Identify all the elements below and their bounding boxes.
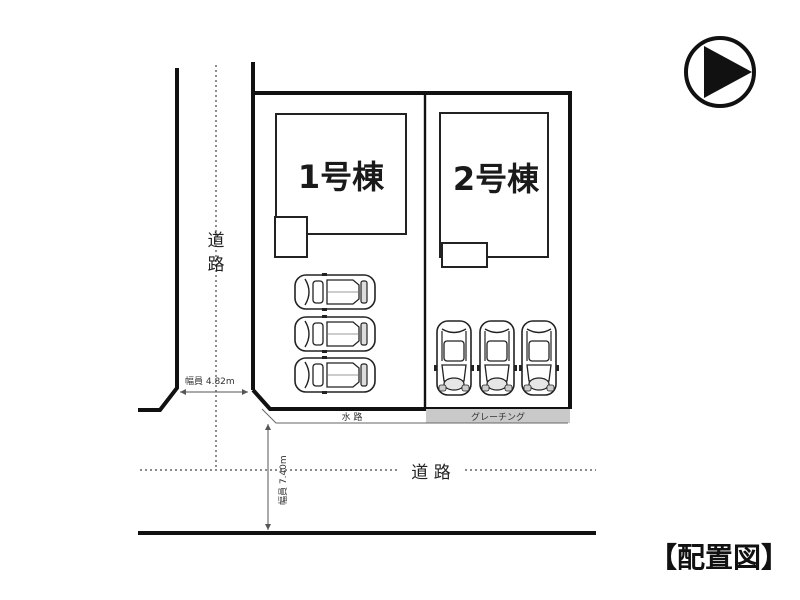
west-road-label-1: 道	[208, 231, 225, 251]
parking-lot-2	[433, 320, 560, 396]
west-road: 道 路 幅員 4.82m	[138, 65, 248, 470]
car-icon	[294, 272, 376, 312]
building-2-label: 2号棟	[453, 160, 540, 198]
drainage-strip: 水 路 グレーチング	[261, 408, 570, 424]
south-road: 道 路 幅員 7.40m	[138, 424, 596, 535]
parking-lot-1	[294, 272, 376, 395]
waterway-label: 水 路	[342, 411, 363, 423]
building-1: 1号棟	[274, 113, 407, 258]
west-road-label-2: 路	[208, 255, 225, 275]
car-icon	[476, 320, 518, 396]
car-icon	[294, 314, 376, 354]
north-arrow-icon	[684, 36, 756, 108]
building-2: 2号棟	[439, 112, 549, 268]
south-road-width: 幅員 7.40m	[277, 455, 289, 505]
car-icon	[518, 320, 560, 396]
grating-label: グレーチング	[471, 411, 525, 423]
south-road-label: 道 路	[411, 463, 450, 483]
building-1-label: 1号棟	[298, 158, 385, 196]
car-icon	[294, 355, 376, 395]
car-icon	[433, 320, 475, 396]
diagram-title: 【配置図】	[649, 541, 789, 574]
west-road-width: 幅員 4.82m	[185, 375, 235, 387]
